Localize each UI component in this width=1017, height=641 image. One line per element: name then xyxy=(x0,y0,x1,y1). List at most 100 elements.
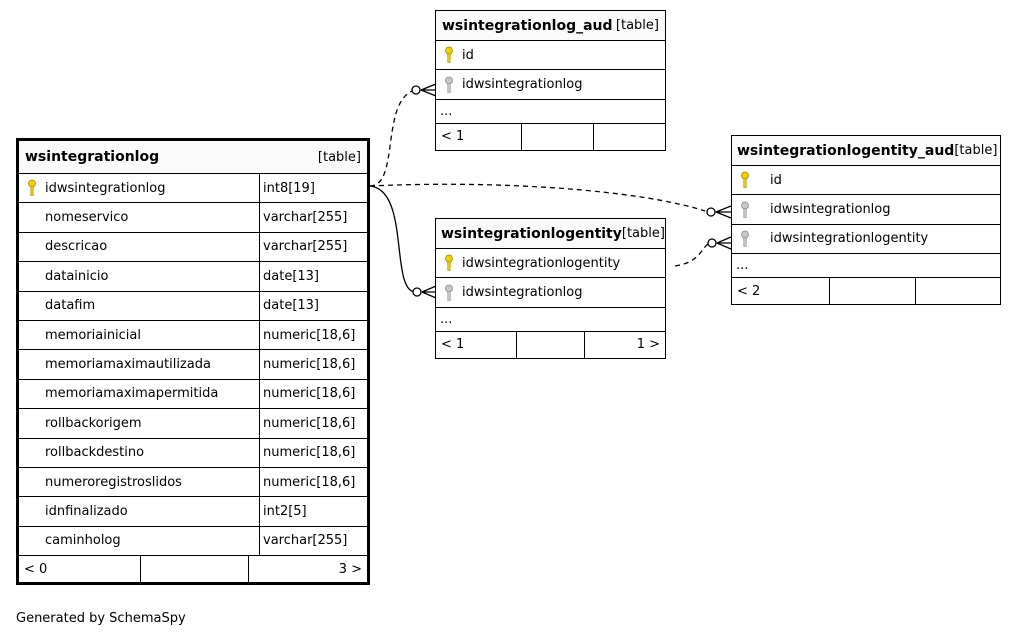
edge-entity-to-entity-aud xyxy=(674,243,709,267)
generator-credit: Generated by SchemaSpy xyxy=(16,611,186,626)
edge-entity-aud-crowfoot-2 xyxy=(716,236,732,250)
edge-log-to-entity xyxy=(369,185,416,293)
column-name: idnfinalizado xyxy=(45,503,128,519)
children-count xyxy=(916,278,1000,304)
foreign-key-icon xyxy=(741,230,749,247)
column-row[interactable]: numeroregistroslidos numeric[18,6] xyxy=(19,467,367,498)
column-name: idwsintegrationlogentity xyxy=(770,231,929,247)
column-type: numeric[18,6] xyxy=(259,409,367,438)
table-footer: < 1 xyxy=(436,123,665,150)
column-row[interactable]: idwsintegrationlog xyxy=(436,70,665,100)
edge-entity-end-circle xyxy=(412,287,422,297)
table-type: [table] xyxy=(621,226,665,241)
table-footer: < 1 1 > xyxy=(436,331,665,358)
table-wsintegrationlogentity[interactable]: wsintegrationlogentity [table] idwsinteg… xyxy=(435,218,666,359)
column-type: numeric[18,6] xyxy=(259,350,367,379)
table-name[interactable]: wsintegrationlog_aud xyxy=(442,17,613,34)
table-footer: < 2 xyxy=(732,278,1000,305)
foreign-key-icon xyxy=(445,76,453,93)
children-count xyxy=(594,124,665,150)
edge-entity-crowfoot xyxy=(421,285,437,299)
edge-entity-aud-crowfoot-1 xyxy=(715,205,732,219)
column-name: numeroregistroslidos xyxy=(45,474,182,490)
column-name: datafim xyxy=(45,298,96,314)
column-row[interactable]: id xyxy=(436,41,665,71)
table-type: [table] xyxy=(317,149,361,165)
column-row[interactable]: memoriainicial numeric[18,6] xyxy=(19,320,367,351)
table-header: wsintegrationlog [table] xyxy=(19,141,367,174)
column-type: numeric[18,6] xyxy=(259,320,367,350)
table-name[interactable]: wsintegrationlogentity_aud xyxy=(737,142,955,159)
edge-log-aud-end-circle xyxy=(411,85,421,95)
parents-count: < 2 xyxy=(732,278,830,305)
parents-count: < 0 xyxy=(19,556,141,583)
column-name: caminholog xyxy=(45,533,121,549)
edge-entity-aud-end-circle-2 xyxy=(707,238,717,248)
column-name: nomeservico xyxy=(45,210,129,226)
table-header: wsintegrationlogentity_aud [table] xyxy=(732,136,1000,166)
edge-log-to-log-aud xyxy=(369,89,416,187)
column-type: date[13] xyxy=(259,291,367,320)
more-columns: ... xyxy=(732,254,1000,279)
more-columns: ... xyxy=(436,100,665,124)
table-footer: < 0 3 > xyxy=(19,556,367,583)
column-type: numeric[18,6] xyxy=(259,467,367,497)
column-name: memoriamaximautilizada xyxy=(45,357,211,373)
column-row[interactable]: idwsintegrationlog xyxy=(732,195,1000,225)
primary-key-icon xyxy=(28,179,36,196)
column-type: int2[5] xyxy=(259,497,367,526)
foreign-key-icon xyxy=(741,201,749,218)
table-name[interactable]: wsintegrationlog xyxy=(25,149,160,165)
edge-entity-aud-end-circle-1 xyxy=(706,207,716,217)
edge-log-aud-crowfoot xyxy=(420,83,437,97)
column-name: id xyxy=(770,172,782,188)
column-name: rollbackdestino xyxy=(45,445,145,461)
foreign-key-icon xyxy=(445,284,453,301)
column-row[interactable]: idnfinalizado int2[5] xyxy=(19,497,367,527)
column-name: idwsintegrationlogentity xyxy=(462,255,621,271)
parents-count: < 1 xyxy=(436,331,517,358)
table-wsintegrationlog-aud[interactable]: wsintegrationlog_aud [table] id idwsinte… xyxy=(435,10,666,151)
column-name: memoriamaximapermitida xyxy=(45,386,219,402)
column-row[interactable]: id xyxy=(732,166,1000,196)
rows-count xyxy=(141,556,249,583)
rows-count xyxy=(522,123,594,150)
column-row[interactable]: idwsintegrationlog xyxy=(436,278,665,308)
children-count: 1 > xyxy=(636,337,660,353)
table-header: wsintegrationlogentity [table] xyxy=(436,219,665,249)
table-wsintegrationlogentity-aud[interactable]: wsintegrationlogentity_aud [table] id id… xyxy=(731,135,1001,306)
column-name: idwsintegrationlog xyxy=(462,77,583,93)
column-type: varchar[255] xyxy=(259,232,367,262)
column-row[interactable]: datafim date[13] xyxy=(19,291,367,321)
table-header: wsintegrationlog_aud [table] xyxy=(436,11,665,41)
table-wsintegrationlog[interactable]: wsintegrationlog [table] idwsintegration… xyxy=(16,138,370,586)
edge-log-to-entity-aud xyxy=(369,183,706,212)
column-row[interactable]: caminholog varchar[255] xyxy=(19,526,367,557)
table-name[interactable]: wsintegrationlogentity xyxy=(441,225,622,242)
rows-count xyxy=(517,331,585,358)
column-name: idwsintegrationlog xyxy=(462,285,583,301)
parents-count: < 1 xyxy=(436,123,522,150)
more-columns: ... xyxy=(436,308,665,332)
column-name: datainicio xyxy=(45,268,109,284)
column-row[interactable]: descricao varchar[255] xyxy=(19,232,367,263)
column-row[interactable]: memoriamaximautilizada numeric[18,6] xyxy=(19,350,367,380)
primary-key-icon xyxy=(445,254,453,271)
column-name: memoriainicial xyxy=(45,327,142,343)
column-type: varchar[255] xyxy=(259,526,367,556)
column-row[interactable]: idwsintegrationlogentity xyxy=(732,225,1000,255)
column-type: int8[19] xyxy=(259,174,367,203)
children-count: 3 > xyxy=(338,561,362,577)
column-name: descricao xyxy=(45,239,108,255)
column-row[interactable]: idwsintegrationlogentity xyxy=(436,249,665,279)
primary-key-icon xyxy=(445,46,453,63)
rows-count xyxy=(830,278,916,305)
